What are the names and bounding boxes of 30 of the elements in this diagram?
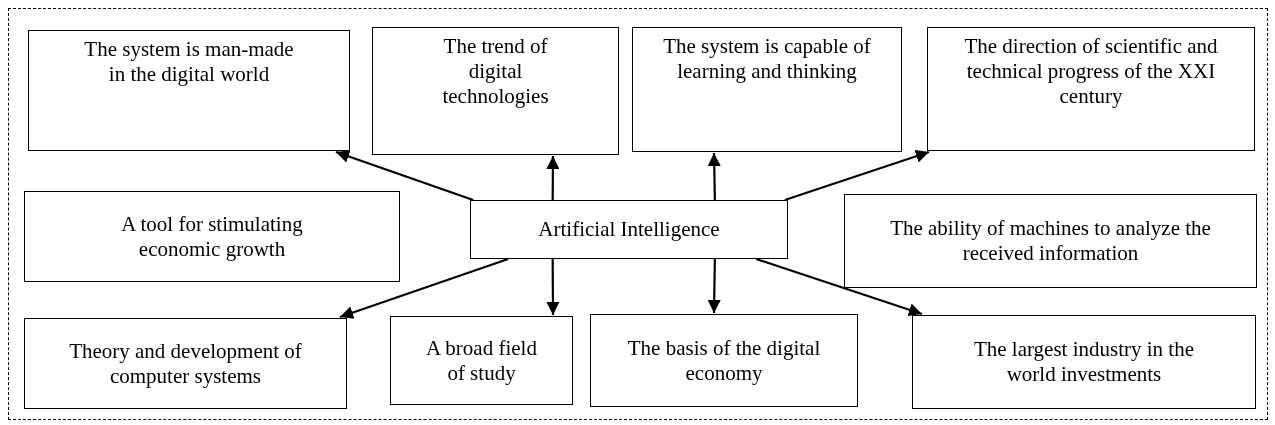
concept-box	[844, 194, 1257, 288]
concept-text: The system is capable of learning and thinking	[662, 34, 872, 84]
concept-text: The largest industry in the world investments	[972, 337, 1196, 387]
arrow	[755, 257, 923, 317]
concept-text: The system is man-made in the digital world	[84, 37, 294, 87]
arrow	[335, 150, 474, 202]
concept-box	[28, 30, 350, 151]
concept-box	[470, 200, 788, 259]
concept-text: A broad field of study	[425, 335, 538, 386]
concept-text: The trend of digital technologies	[441, 34, 550, 109]
concept-text: The direction of scientific and technical progress of the XXI century	[963, 34, 1219, 109]
concept-box	[590, 314, 858, 407]
arrow	[784, 149, 930, 202]
concept-box	[912, 315, 1256, 409]
concept-text: Artificial Intelligence	[538, 217, 720, 242]
concept-box	[632, 27, 902, 152]
concept-text: A tool for stimulating economic growth	[120, 211, 304, 262]
concept-box	[24, 318, 347, 409]
arrow	[546, 259, 560, 315]
concept-text: The basis of the digital economy	[626, 335, 822, 386]
concept-box	[927, 27, 1255, 151]
arrow	[546, 156, 560, 200]
concept-box	[372, 27, 619, 155]
concept-box	[390, 316, 573, 405]
concept-box	[24, 191, 400, 282]
concept-text: The ability of machines to analyze the received information	[889, 216, 1212, 266]
arrow	[707, 259, 721, 313]
concept-text: Theory and development of computer systems	[68, 338, 303, 389]
arrow	[339, 257, 509, 319]
arrow	[707, 153, 721, 200]
